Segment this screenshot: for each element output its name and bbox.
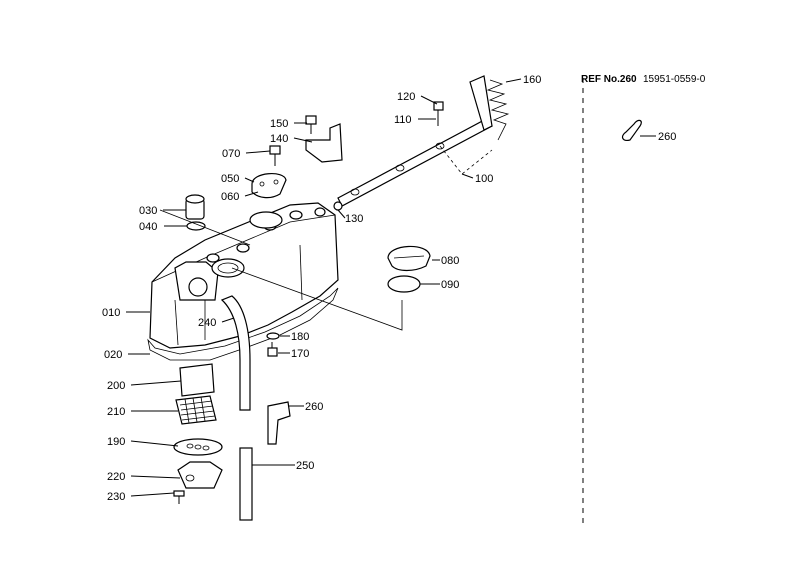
- clamp-220: [177, 461, 223, 489]
- shaft-100: [337, 117, 493, 207]
- callout-230: 230: [107, 491, 125, 503]
- callout-050: 050: [221, 173, 239, 185]
- hose-240: [220, 295, 251, 411]
- ref-part-code: 15951-0559-0: [643, 74, 706, 85]
- spring-160: [486, 79, 510, 141]
- callout-190: 190: [107, 436, 125, 448]
- callout-070: 070: [222, 148, 240, 160]
- callout-020: 020: [104, 349, 122, 361]
- callout-080: 080: [441, 255, 459, 267]
- oring-090: [387, 275, 421, 293]
- cover-050: [251, 173, 287, 199]
- callout-180: 180: [291, 331, 309, 343]
- callout-210: 210: [107, 406, 125, 418]
- callout-120: 120: [397, 91, 415, 103]
- ref-no-label: REF No.260: [581, 74, 637, 85]
- filler-cap-080: [387, 245, 431, 272]
- callout-040: 040: [139, 221, 157, 233]
- cap-030: [185, 194, 205, 220]
- bracket-guide-100: [439, 145, 493, 175]
- washer-180: [266, 332, 280, 340]
- callout-250: 250: [296, 460, 314, 472]
- callout-150: 150: [270, 118, 288, 130]
- gasket-020: [147, 287, 339, 361]
- callout-030: 030: [139, 205, 157, 217]
- head-cover-010: [149, 202, 339, 349]
- callout-100: 100: [475, 173, 493, 185]
- callout-240: 240: [198, 317, 216, 329]
- bracket-140: [305, 123, 343, 163]
- washer-040: [186, 221, 206, 231]
- callout-200: 200: [107, 380, 125, 392]
- screw-230: [173, 490, 185, 504]
- lever-100: [469, 75, 493, 131]
- callout-130: 130: [345, 213, 363, 225]
- clip-260: [267, 401, 291, 445]
- callout-010: 010: [102, 307, 120, 319]
- callout-140: 140: [270, 133, 288, 145]
- callout-260: 260: [305, 401, 323, 413]
- mesh-210: [175, 395, 217, 425]
- bolt-150: [305, 115, 317, 134]
- callout-160: 160: [523, 74, 541, 86]
- callout-110: 110: [394, 114, 412, 126]
- hose-250: [239, 447, 253, 521]
- assembly-guide-top: [159, 209, 251, 246]
- bolt-070: [269, 145, 281, 166]
- callout-260-ref: 260: [658, 131, 676, 143]
- callout-090: 090: [441, 279, 459, 291]
- callout-170: 170: [291, 348, 309, 360]
- nut-170: [267, 342, 278, 357]
- ref-clip-260: [621, 119, 642, 141]
- oring-130: [333, 201, 343, 211]
- screw-120: [433, 101, 444, 126]
- plate-190: [173, 438, 223, 456]
- gasket-060: [249, 211, 283, 229]
- callout-060: 060: [221, 191, 239, 203]
- callout-220: 220: [107, 471, 125, 483]
- assembly-guide: [231, 267, 403, 331]
- baffle-200: [179, 363, 215, 397]
- leader-lines: [126, 78, 656, 497]
